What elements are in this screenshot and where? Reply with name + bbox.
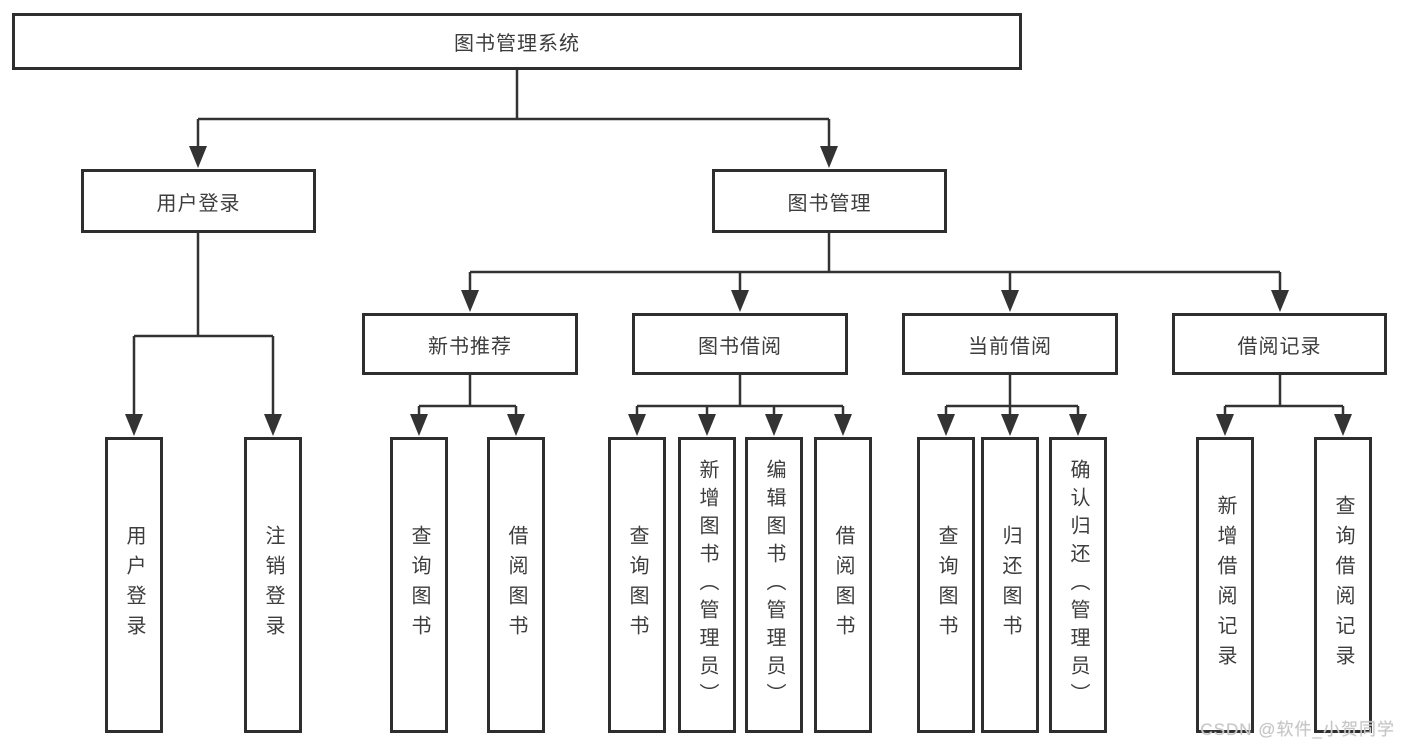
watermark-text: CSDN @软件_小贺同学 [1200, 720, 1395, 739]
node-current-borrow: 当前借阅 [902, 313, 1118, 375]
connector-line [1223, 375, 1345, 418]
connector-root-to-level2 [189, 70, 838, 168]
node-user-login: 用户登录 [81, 169, 316, 233]
arrowhead [1001, 290, 1019, 312]
leaf-borrow-books-1: 借阅图书 [487, 437, 545, 733]
leaf-label: 归还图书 [999, 525, 1021, 645]
leaf-label: 查询图书 [626, 525, 648, 645]
arrowhead [765, 414, 783, 436]
node-book-borrow: 图书借阅 [632, 313, 848, 375]
arrowhead [834, 414, 852, 436]
leaf-label: 新增图书（管理员） [696, 459, 718, 711]
arrowhead [189, 146, 207, 168]
leaf-query-books-1: 查询图书 [390, 437, 448, 733]
arrowhead [731, 290, 749, 312]
connector-line [635, 375, 845, 418]
arrowhead [1271, 290, 1289, 312]
connector-new-book-children [410, 375, 525, 436]
node-book-management: 图书管理 [712, 169, 947, 233]
leaf-query-books-3: 查询图书 [917, 437, 975, 733]
arrowhead [1216, 414, 1234, 436]
leaf-add-borrow-record: 新增借阅记录 [1196, 437, 1254, 733]
leaf-label: 借阅图书 [832, 525, 854, 645]
arrowhead [125, 414, 143, 436]
leaf-label: 查询图书 [935, 525, 957, 645]
leaf-confirm-return-admin: 确认归还（管理员） [1049, 437, 1107, 733]
arrowhead [507, 414, 525, 436]
arrowhead [1069, 414, 1087, 436]
leaf-logout: 注销登录 [244, 437, 302, 733]
arrowhead [628, 414, 646, 436]
leaf-borrow-books-2: 借阅图书 [814, 437, 872, 733]
leaf-label: 编辑图书（管理员） [763, 459, 785, 711]
leaf-query-borrow-record: 查询借阅记录 [1314, 437, 1372, 733]
connector-line [944, 375, 1080, 418]
leaf-add-books-admin: 新增图书（管理员） [678, 437, 736, 733]
connector-book-mgmt-children [461, 233, 1289, 312]
arrowhead [264, 414, 282, 436]
connector-line [132, 233, 275, 418]
connector-line [196, 70, 831, 150]
leaf-label: 确认归还（管理员） [1067, 459, 1089, 711]
arrowhead [698, 414, 716, 436]
arrowhead [410, 414, 428, 436]
arrowhead [937, 414, 955, 436]
leaf-label: 注销登录 [262, 525, 284, 645]
leaf-label: 用户登录 [123, 525, 145, 645]
leaf-label: 新增借阅记录 [1214, 495, 1236, 675]
connector-line [417, 375, 518, 418]
connector-records-children [1216, 375, 1352, 436]
connector-borrow-children [628, 375, 852, 436]
leaf-edit-books-admin: 编辑图书（管理员） [745, 437, 803, 733]
connector-current-children [937, 375, 1087, 436]
arrowhead [820, 146, 838, 168]
arrowhead [1334, 414, 1352, 436]
arrowhead [1001, 414, 1019, 436]
leaf-label: 借阅图书 [505, 525, 527, 645]
node-root: 图书管理系统 [12, 13, 1022, 70]
leaf-label: 查询借阅记录 [1332, 495, 1354, 675]
node-borrow-records: 借阅记录 [1172, 313, 1387, 375]
leaf-return-books: 归还图书 [981, 437, 1039, 733]
leaf-label: 查询图书 [408, 525, 430, 645]
arrowhead [461, 290, 479, 312]
connector-line [468, 233, 1282, 294]
leaf-query-books-2: 查询图书 [608, 437, 666, 733]
node-new-book-recommend: 新书推荐 [362, 313, 578, 375]
connector-user-login-children [125, 233, 282, 436]
leaf-user-login: 用户登录 [105, 437, 163, 733]
